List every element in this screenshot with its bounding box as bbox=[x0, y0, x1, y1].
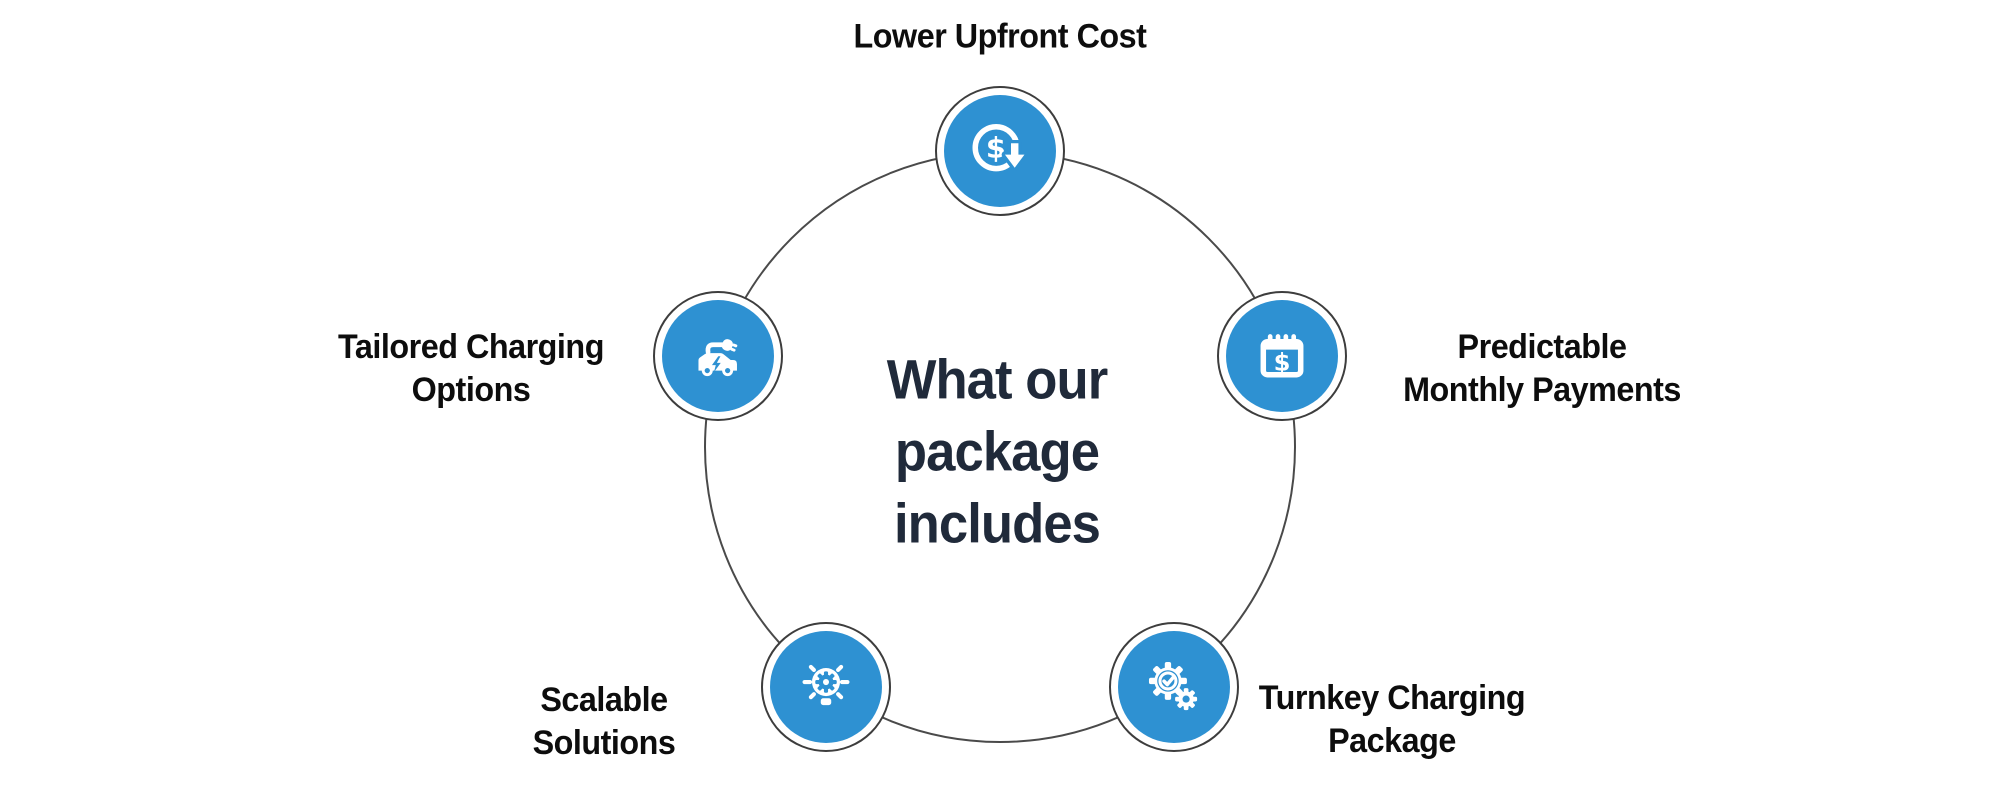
node-scalable-solutions bbox=[761, 622, 891, 752]
label-predictable-monthly-payments: Predictable Monthly Payments bbox=[1403, 327, 1681, 409]
svg-text:$: $ bbox=[1274, 349, 1291, 377]
label-lower-upfront-cost: Lower Upfront Cost bbox=[853, 17, 1147, 56]
electric-vehicle-icon bbox=[662, 300, 774, 412]
label-scalable-solutions: Scalable Solutions bbox=[532, 680, 676, 762]
svg-text:$: $ bbox=[986, 131, 1006, 165]
label-tailored-charging-options: Tailored Charging Options bbox=[338, 327, 604, 409]
node-turnkey-charging-package bbox=[1109, 622, 1239, 752]
dollar-reduction-icon: $ bbox=[944, 95, 1056, 207]
node-predictable-monthly-payments: $ bbox=[1217, 291, 1347, 421]
diagram-title: What our package includes bbox=[886, 347, 1108, 556]
label-turnkey-charging-package: Turnkey Charging Package bbox=[1258, 678, 1526, 760]
node-lower-upfront-cost: $ bbox=[935, 86, 1065, 216]
calendar-payment-icon: $ bbox=[1226, 300, 1338, 412]
lightbulb-gear-icon bbox=[770, 631, 882, 743]
gears-check-icon bbox=[1118, 631, 1230, 743]
node-tailored-charging-options bbox=[653, 291, 783, 421]
